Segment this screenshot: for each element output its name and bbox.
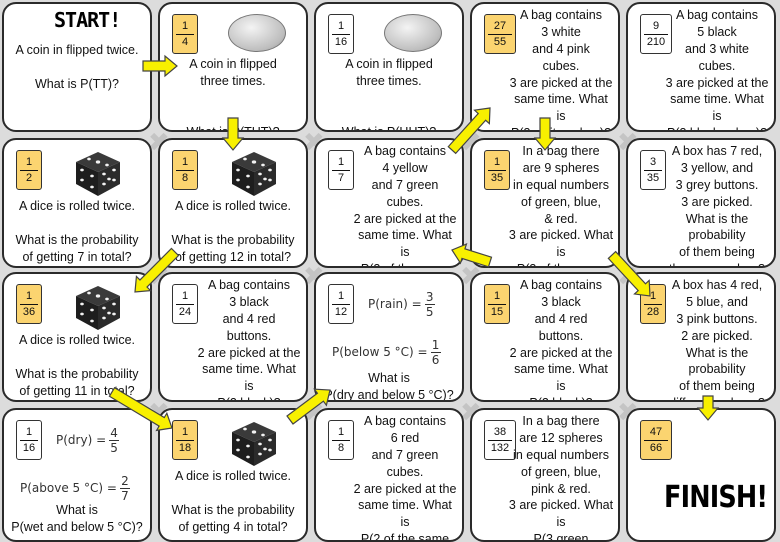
question-text: A dice is rolled twice. What is the prob… bbox=[171, 469, 295, 534]
question-text: A dice is rolled twice. What is the prob… bbox=[171, 199, 295, 264]
dice-icon bbox=[232, 152, 276, 196]
finish-label: FINISH! bbox=[664, 480, 768, 515]
start-label: START! bbox=[54, 8, 121, 32]
question-text: A coin in flipped twice. What is P(TT)? bbox=[15, 43, 139, 91]
question-text: A dice is rolled twice. What is the prob… bbox=[15, 199, 139, 264]
dice-icon bbox=[232, 422, 276, 466]
dice-icon bbox=[76, 152, 120, 196]
card-c00: START! A coin in flipped twice. What is P… bbox=[2, 2, 152, 132]
coin-icon bbox=[228, 14, 286, 52]
coin-icon bbox=[384, 14, 442, 52]
question-text: A dice is rolled twice. What is the prob… bbox=[15, 333, 139, 398]
dice-icon bbox=[76, 286, 120, 330]
